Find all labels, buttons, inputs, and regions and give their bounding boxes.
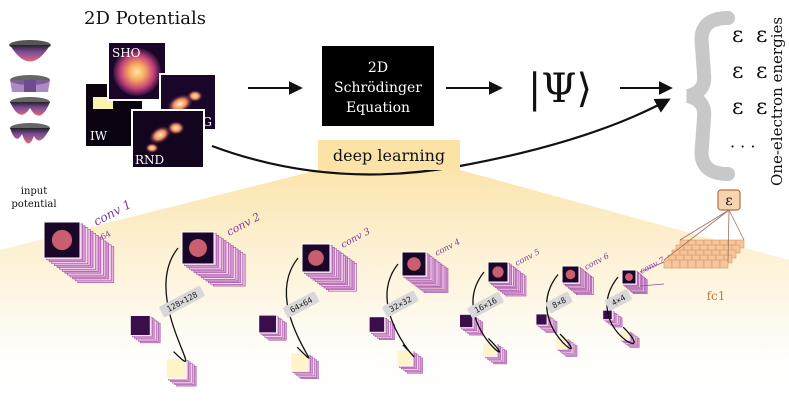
pooled-map-front <box>368 316 386 333</box>
wavefunction-label: |Ψ⟩ <box>528 66 592 112</box>
skip-loop <box>386 263 415 358</box>
feature-blob <box>407 257 421 271</box>
input-label-line2: potential <box>11 199 56 210</box>
well-icon-rnd <box>10 123 50 144</box>
fc1-cell <box>679 259 689 269</box>
fc1-block <box>639 209 745 287</box>
feature-blob <box>51 229 73 251</box>
potential-image-rnd: RND <box>131 109 205 169</box>
solver-line-2: Schrödinger <box>334 80 422 96</box>
well-icon-sho <box>9 40 51 62</box>
fc-connection <box>639 261 665 273</box>
potential-label-sho: SHO <box>112 46 141 60</box>
pooled-map-front <box>555 337 568 350</box>
fc-connection <box>663 209 730 261</box>
pooled-map-front <box>165 358 187 379</box>
potential-label-iw: IW <box>90 129 108 143</box>
size-tag-bg <box>382 290 419 317</box>
energies-brace <box>686 11 735 181</box>
conv-layer-3: conv 364×64 <box>283 226 423 374</box>
solver-line-1: 2D <box>368 60 388 76</box>
deep-learning-glow <box>0 170 789 404</box>
fc-connection <box>639 283 665 287</box>
input-label-line1: input <box>21 186 48 197</box>
fc1-cell <box>663 259 673 269</box>
size-tag-7: 4×4 <box>604 289 632 311</box>
size-tag-bg <box>467 292 504 319</box>
skip-loop <box>546 274 572 350</box>
epsilon-6: ε <box>756 95 767 120</box>
epsilon-2: ε <box>756 23 767 48</box>
fc-connection <box>727 209 730 263</box>
conv-layer-7: conv 74×4 <box>604 255 667 311</box>
well-icon-iw <box>10 75 50 92</box>
fc1-label: fc1 <box>707 289 726 303</box>
deep-learning-label: deep learning <box>333 146 445 165</box>
well-icons <box>9 40 51 144</box>
well-icon-dig <box>10 97 50 116</box>
fc1-cell <box>695 259 705 269</box>
deep-learning-label-bg <box>318 140 460 170</box>
potential-label-rnd: RND <box>135 153 164 167</box>
epsilon-4: ε <box>756 59 767 84</box>
conv-layer-6: conv 68×8 <box>545 251 640 348</box>
size-tag-bg <box>283 291 320 318</box>
energy-dots: · · · <box>730 137 755 156</box>
size-tag-bg <box>545 291 573 314</box>
feature-blob <box>308 250 324 266</box>
epsilon-5: ε <box>732 95 743 120</box>
potential-image-sho: SHO <box>107 41 167 101</box>
output-node-label: ε <box>725 193 732 209</box>
output-node <box>717 189 741 211</box>
pooled-map-front <box>129 315 151 336</box>
size-tag-6: 8×8 <box>545 291 573 314</box>
pooled-map-front <box>396 349 414 367</box>
fc1-cell <box>687 259 697 269</box>
solver-line-3: Equation <box>346 100 410 116</box>
pooled-map-front <box>459 313 474 328</box>
potentials-title: 2D Potentials <box>84 8 206 29</box>
fc1-cell <box>711 259 721 269</box>
energy-epsilons: ε ε ε ε ε ε · · · <box>730 23 767 156</box>
pooled-map-front <box>290 353 309 372</box>
fc1-cell <box>703 259 713 269</box>
skip-loop <box>285 257 310 359</box>
size-tag-bg <box>604 289 632 311</box>
size-tag-bg <box>159 286 205 318</box>
conv-layer-channels-1: 64 <box>99 229 112 242</box>
conv-layer-4: conv 432×32 <box>382 236 508 365</box>
pooled-map-front <box>258 314 277 334</box>
fc1-cell <box>719 259 729 269</box>
schrodinger-box: 2D Schrödinger Equation <box>322 46 434 126</box>
skip-loop <box>606 276 635 345</box>
fc-connection <box>728 209 745 241</box>
skip-loop <box>165 247 187 362</box>
feature-blob <box>189 239 207 257</box>
feature-blob <box>565 269 576 280</box>
epsilon-1: ε <box>732 23 743 48</box>
fc-connection <box>679 209 730 241</box>
skip-loop <box>472 271 501 353</box>
conv-layer-1: conv 164 <box>43 197 197 387</box>
pooled-map-front <box>535 313 548 326</box>
fc1-cell <box>671 259 681 269</box>
feature-blob <box>492 266 504 278</box>
epsilon-3: ε <box>732 59 743 84</box>
feature-blob <box>625 273 633 281</box>
energies-label: One-electron energies <box>768 17 786 186</box>
